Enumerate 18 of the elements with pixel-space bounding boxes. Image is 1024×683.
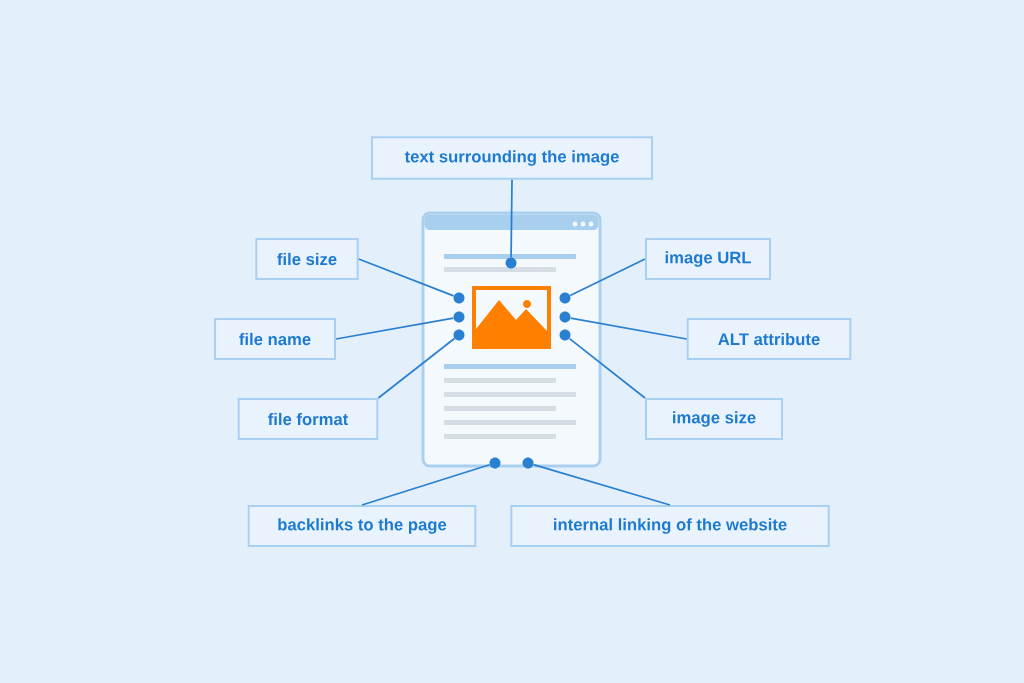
leader-line (569, 317, 688, 340)
leader-line (568, 337, 646, 399)
label-box: ALT attribute (686, 318, 852, 360)
label-box: file name (214, 318, 336, 360)
label-box: backlinks to the page (247, 505, 477, 547)
label-box: file size (255, 238, 359, 280)
leader-line (357, 258, 455, 297)
leader-line (569, 258, 646, 297)
leader-line (335, 317, 455, 340)
label-box: text surrounding the image (371, 136, 653, 180)
leader-line (361, 463, 491, 506)
label-box: file format (237, 398, 379, 440)
leader-line (377, 337, 456, 399)
label-box: internal linking of the website (510, 505, 830, 547)
label-box: image size (645, 398, 783, 440)
leader-line (510, 178, 513, 259)
label-box: image URL (645, 238, 771, 280)
leader-line (532, 463, 671, 506)
